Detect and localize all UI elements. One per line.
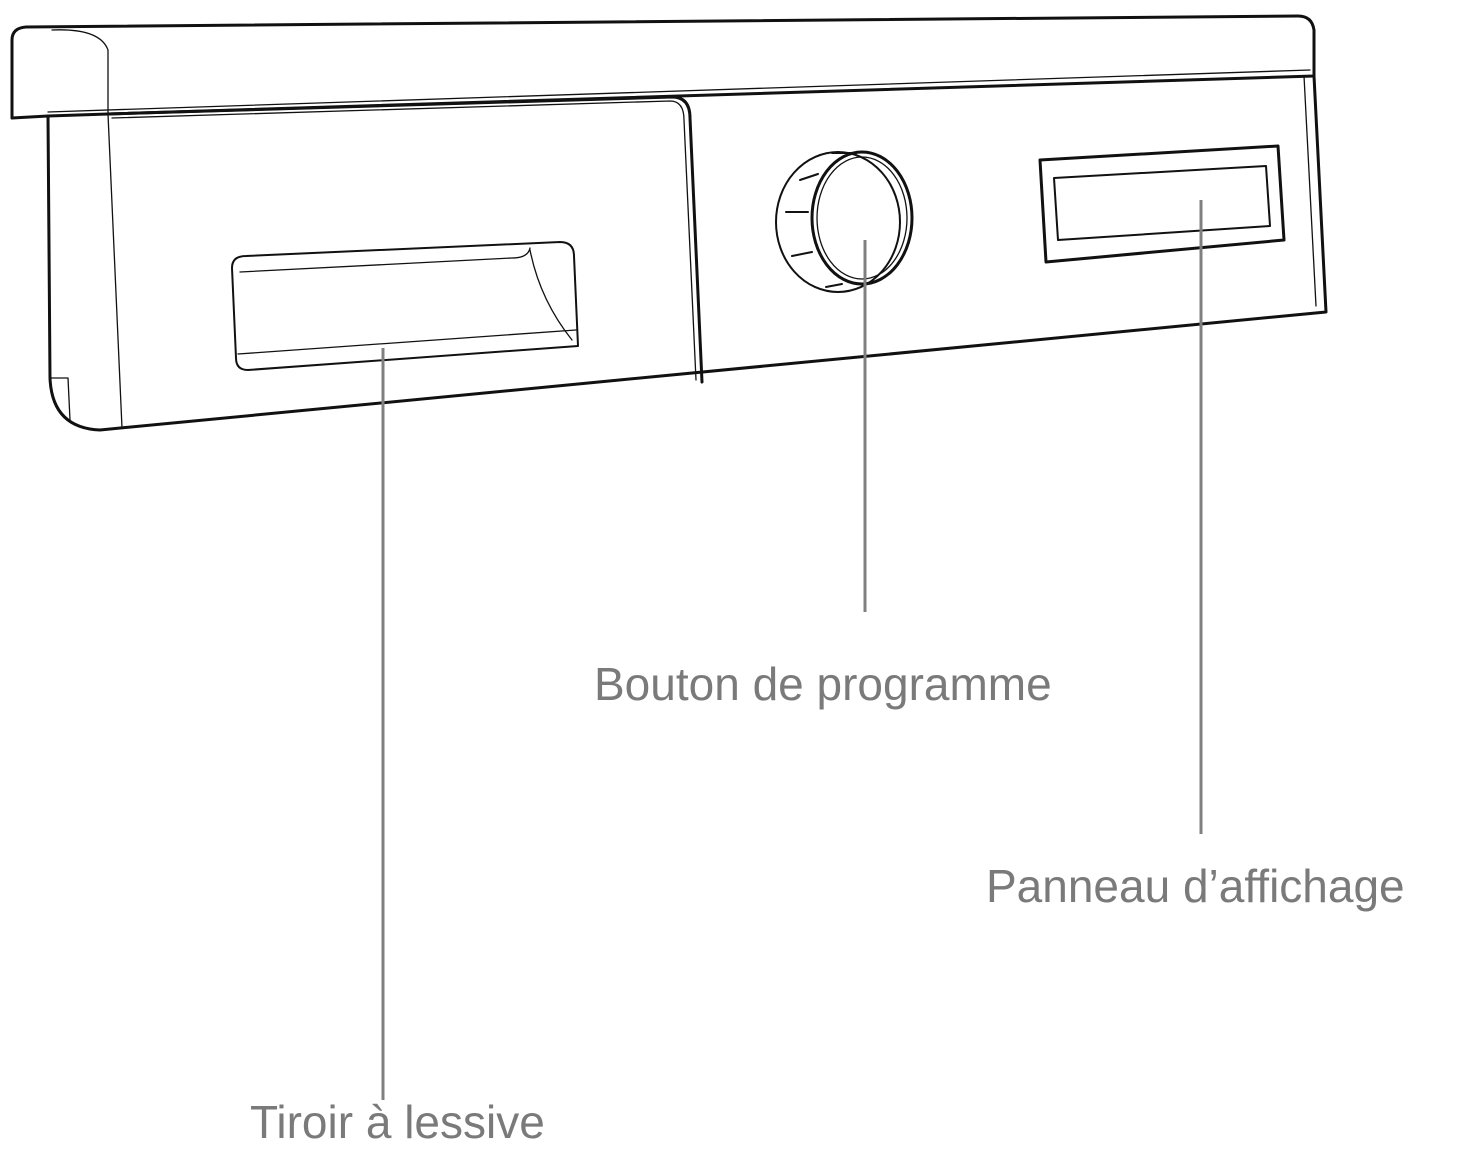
top-lid-front-edge xyxy=(47,69,1311,113)
display-screen xyxy=(1053,165,1271,241)
front-body-left-edge xyxy=(107,113,123,429)
drawer-handle-recess[interactable] xyxy=(231,241,579,371)
drawer-front-inner xyxy=(111,100,697,381)
top-lid-inner-edge xyxy=(51,29,109,115)
control-panel-housing xyxy=(10,14,1328,432)
knob-face[interactable] xyxy=(810,150,914,286)
front-body-step xyxy=(49,377,71,421)
display-frame xyxy=(1038,144,1286,264)
knob-grip-mark xyxy=(825,283,843,288)
detergent-drawer[interactable] xyxy=(106,95,704,384)
top-lid xyxy=(10,14,1316,120)
drawer-front xyxy=(106,95,704,384)
label-display-panel: Panneau d’affichage xyxy=(986,860,1405,912)
knob-face-inner xyxy=(816,156,908,280)
label-detergent-drawer: Tiroir à lessive xyxy=(250,1096,545,1148)
drawer-handle-lip xyxy=(237,329,577,355)
front-body xyxy=(46,74,1328,432)
knob-grip-mark xyxy=(791,251,813,257)
front-body-right-edge xyxy=(1303,75,1317,307)
knob-ring xyxy=(775,151,901,293)
knob-grip-mark xyxy=(799,173,819,181)
drawer-handle-curve xyxy=(529,249,573,341)
program-knob[interactable] xyxy=(775,150,914,293)
label-program-knob: Bouton de programme xyxy=(594,658,1052,710)
drawer-handle-top-edge xyxy=(239,247,531,273)
display-panel xyxy=(1038,144,1286,264)
